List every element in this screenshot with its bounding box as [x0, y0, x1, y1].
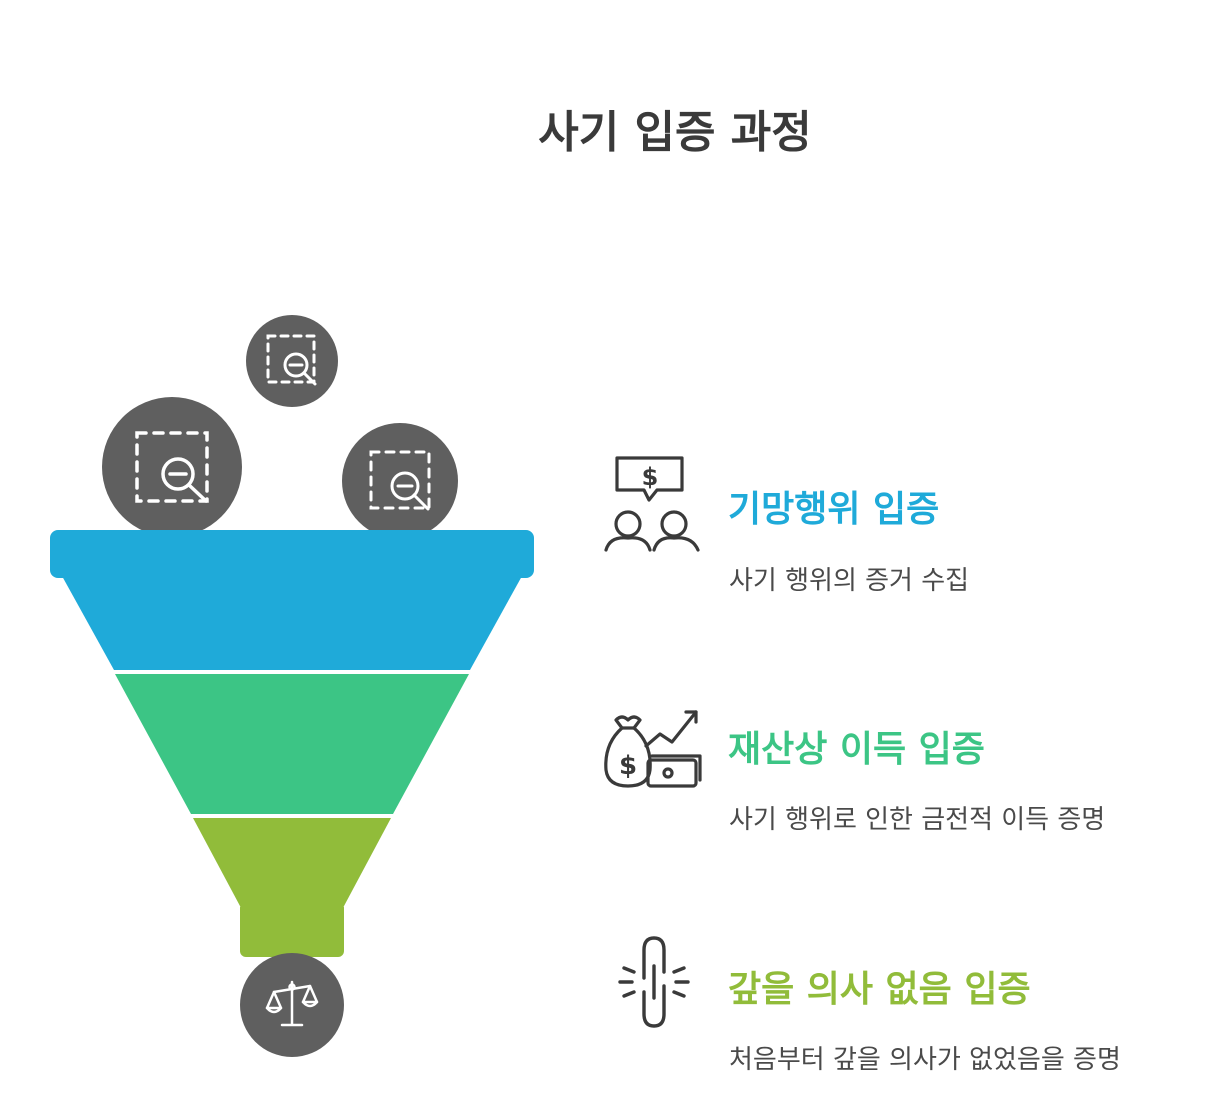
money-bag-growth-icon: $ [604, 710, 702, 788]
item-2-description: 사기 행위로 인한 금전적 이득 증명 [729, 805, 1106, 835]
funnel-stage-3 [193, 818, 391, 957]
output-circle [240, 953, 344, 1057]
magnifier-frame-icon [135, 431, 209, 503]
money-chat-people-icon: $ [604, 456, 700, 552]
magnifier-frame-icon [266, 334, 317, 386]
svg-text:$: $ [642, 463, 659, 491]
input-circle-left [102, 397, 242, 537]
input-circle-right [342, 423, 458, 539]
item-2-heading: 재산상 이득 입증 [728, 729, 985, 770]
page-title: 사기 입증 과정 [538, 107, 812, 158]
scales-icon [265, 980, 319, 1027]
funnel-stage-2 [115, 674, 469, 814]
svg-text:$: $ [619, 751, 637, 781]
broken-chain-icon [618, 936, 690, 1028]
item-3-description: 처음부터 갚을 의사가 없었음을 증명 [729, 1045, 1121, 1075]
funnel-stage-1 [50, 530, 534, 670]
input-circle-top [246, 315, 338, 407]
item-1-heading: 기망행위 입증 [728, 489, 940, 530]
item-3-heading: 갚을 의사 없음 입증 [728, 969, 1031, 1010]
item-1-description: 사기 행위의 증거 수집 [729, 566, 970, 596]
magnifier-frame-icon [369, 450, 431, 511]
